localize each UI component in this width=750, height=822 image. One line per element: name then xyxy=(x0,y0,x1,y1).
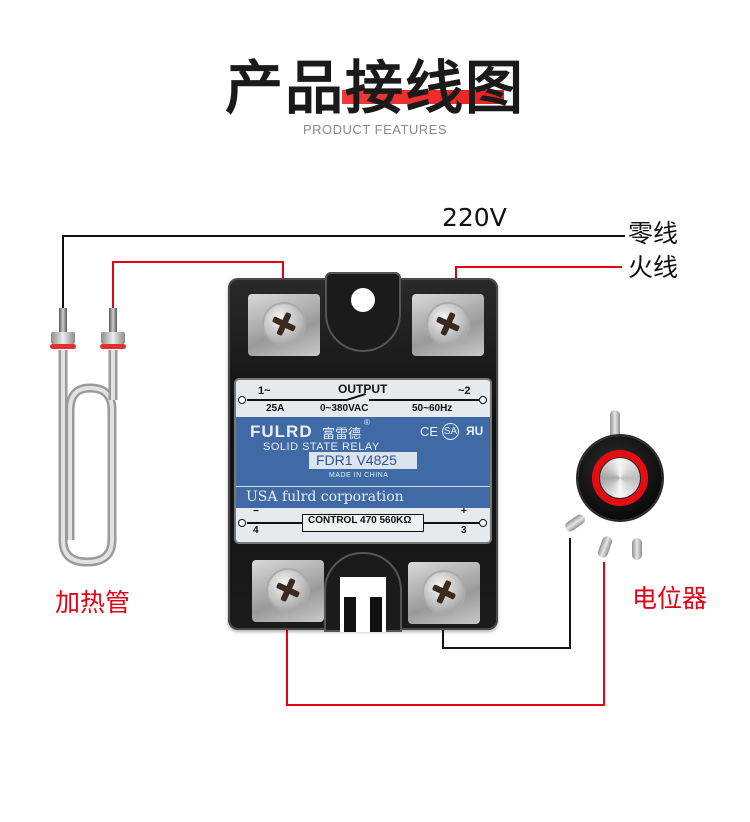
control-rating: CONTROL 470 560KΩ xyxy=(308,515,412,526)
relay-label-panel: OUTPUT 1~ ~2 25A 0~380VAC 50~60Hz FULRD … xyxy=(236,380,490,542)
heating-tube xyxy=(42,300,126,570)
control-red-wire xyxy=(286,562,605,706)
pot-body xyxy=(578,436,662,520)
csa-mark-icon: SA xyxy=(442,423,459,440)
heater-label: 加热管 xyxy=(55,588,131,617)
mounting-tab-top xyxy=(325,272,401,352)
terminal-ring-icon xyxy=(479,396,487,404)
heater-pin-right xyxy=(109,308,117,342)
control-line-left xyxy=(247,522,302,524)
product-type: SOLID STATE RELAY xyxy=(263,441,380,453)
panel-separator xyxy=(236,486,490,487)
voltage-label: 220V xyxy=(442,203,507,232)
pot-lug-middle xyxy=(596,534,614,560)
terminal-1-label: 1~ xyxy=(258,385,271,397)
control-box xyxy=(302,514,424,532)
header: 产品接线图 xyxy=(0,52,750,124)
neutral-wire-label: 零线 xyxy=(628,219,679,248)
neutral-wire xyxy=(62,235,625,308)
terminal-ring-icon xyxy=(479,519,487,527)
model-box xyxy=(309,452,417,469)
control-line-right xyxy=(424,522,479,524)
page-subtitle: PRODUCT FEATURES xyxy=(302,122,448,137)
company-name: USA fulrd corporation xyxy=(246,489,404,505)
frequency-rating: 50~60Hz xyxy=(412,403,453,414)
screw-icon xyxy=(424,572,464,612)
terminal-2-label: ~2 xyxy=(458,385,471,397)
plus-sign: + xyxy=(461,506,467,517)
output-section xyxy=(236,380,490,417)
title-accent-bar xyxy=(342,90,504,104)
terminal-2[interactable] xyxy=(412,294,484,356)
origin-label: MADE IN CHINA xyxy=(329,472,389,479)
ul-mark-icon: ЯU xyxy=(466,424,484,438)
brand-chinese: 富雷德 xyxy=(322,427,362,442)
output-line-right xyxy=(369,399,479,401)
potentiometer-label: 电位器 xyxy=(632,584,708,613)
live-wire-label: 火线 xyxy=(628,253,679,282)
output-label: OUTPUT xyxy=(338,382,388,396)
pot-knob[interactable] xyxy=(600,458,640,498)
heatsink xyxy=(340,577,386,632)
output-line-left xyxy=(247,399,347,401)
terminal-ring-icon xyxy=(238,519,246,527)
model-number: FDR1 V4825 xyxy=(316,452,397,468)
heater-oring-left xyxy=(50,344,76,349)
screw-icon xyxy=(264,304,304,344)
ce-mark-icon: CE xyxy=(420,424,439,439)
screw-icon xyxy=(428,304,468,344)
pot-lug-left xyxy=(563,512,587,534)
page-title: 产品接线图 xyxy=(224,54,525,122)
terminal-4[interactable] xyxy=(252,560,324,622)
mounting-hole xyxy=(351,288,375,312)
pot-lug-right xyxy=(632,538,642,560)
terminal-4-label: 4 xyxy=(253,525,259,536)
heater-pin-left xyxy=(59,308,67,342)
terminal-1[interactable] xyxy=(248,294,320,356)
terminal-ring-icon xyxy=(238,396,246,404)
registered-mark: ® xyxy=(364,418,370,427)
terminal-3-label: 3 xyxy=(461,525,467,536)
screw-icon xyxy=(268,570,308,610)
pot-lug-top xyxy=(610,410,620,440)
voltage-range: 0~380VAC xyxy=(320,403,369,414)
current-rating: 25A xyxy=(266,403,285,414)
minus-sign: − xyxy=(253,506,259,517)
terminal-3[interactable] xyxy=(408,562,480,624)
heater-tube-icon xyxy=(58,350,118,567)
heater-nut-right xyxy=(101,332,125,344)
heater-nut-left xyxy=(51,332,75,344)
rotation-arrow-icon xyxy=(592,450,648,506)
heater-oring-right xyxy=(100,344,126,349)
brand-logo: FULRD xyxy=(250,422,313,441)
potentiometer[interactable] xyxy=(560,408,670,576)
solid-state-relay: OUTPUT 1~ ~2 25A 0~380VAC 50~60Hz FULRD … xyxy=(222,272,504,637)
